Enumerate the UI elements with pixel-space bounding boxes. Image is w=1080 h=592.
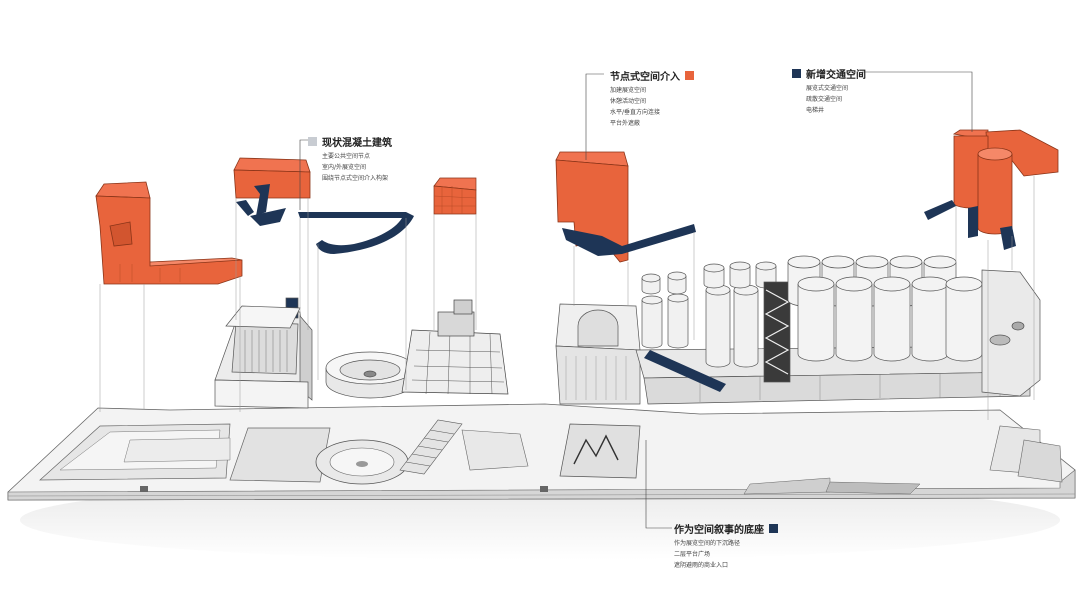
orange-square-icon <box>685 71 694 80</box>
label-concrete-title-row: 现状混凝土建筑 <box>308 134 392 149</box>
label-nodes-line: 平台外遮蔽 <box>610 120 641 127</box>
label-base-line: 作为展览空间的下沉路径 <box>674 540 741 547</box>
label-new-traffic: 新增交通空间 展览式交通空间 疏散交通空间 电梯井 <box>792 66 866 116</box>
navy-square-icon <box>769 524 778 533</box>
label-base-line: 二层平台广场 <box>674 551 711 558</box>
leader-lines <box>299 71 973 529</box>
label-traffic-line: 电梯井 <box>806 107 825 114</box>
label-concrete-line: 室内/外展览空间 <box>322 164 367 171</box>
label-traffic-title: 新增交通空间 <box>806 70 866 81</box>
label-concrete-title: 现状混凝土建筑 <box>322 138 392 149</box>
orange-node-2 <box>233 157 311 199</box>
orange-node-1 <box>95 181 243 285</box>
circular-tank <box>325 351 415 399</box>
navy-square-icon <box>792 69 801 78</box>
orange-node-5 <box>952 129 1059 235</box>
navy-bridge-node <box>562 224 696 256</box>
label-nodes-line: 水平/垂直方向连接 <box>610 109 661 116</box>
concrete-building-left <box>214 297 313 409</box>
label-nodes-title-row: 节点式空间介入 <box>610 68 694 83</box>
label-nodes-line: 休憩活动空间 <box>610 98 647 105</box>
label-node-intervention: 节点式空间介入 加建展览空间 休憩活动空间 水平/垂直方向连接 平台外遮蔽 <box>610 68 694 129</box>
label-concrete-line: 主要公共空间节点 <box>322 153 371 160</box>
orange-node-3 <box>433 177 477 215</box>
silo-complex <box>555 255 1041 405</box>
label-base-title-row: 作为空间叙事的底座 <box>674 521 778 536</box>
label-traffic-title-row: 新增交通空间 <box>792 66 866 81</box>
navy-curved-ramp <box>298 212 414 254</box>
label-base-title: 作为空间叙事的底座 <box>674 525 764 536</box>
projection-lines <box>99 176 1035 420</box>
base-platform <box>7 403 1076 560</box>
label-nodes-line: 加建展览空间 <box>610 87 647 94</box>
frame-structure <box>401 299 509 395</box>
navy-stairs-right <box>924 200 1016 250</box>
label-traffic-line: 疏散交通空间 <box>806 96 843 103</box>
label-concrete-line: 围绕节点式空间介入构架 <box>322 175 389 182</box>
label-concrete-building: 现状混凝土建筑 主要公共空间节点 室内/外展览空间 围绕节点式空间介入构架 <box>308 134 392 184</box>
gray-square-icon <box>308 137 317 146</box>
navy-ramp-silo <box>644 350 726 392</box>
label-nodes-title: 节点式空间介入 <box>610 72 680 83</box>
label-base-line: 遮阴避雨的商业入口 <box>674 562 729 569</box>
label-traffic-line: 展览式交通空间 <box>806 85 849 92</box>
label-narrative-base: 作为空间叙事的底座 作为展览空间的下沉路径 二层平台广场 遮阴避雨的商业入口 <box>674 521 778 571</box>
navy-stairs-1 <box>236 184 286 226</box>
